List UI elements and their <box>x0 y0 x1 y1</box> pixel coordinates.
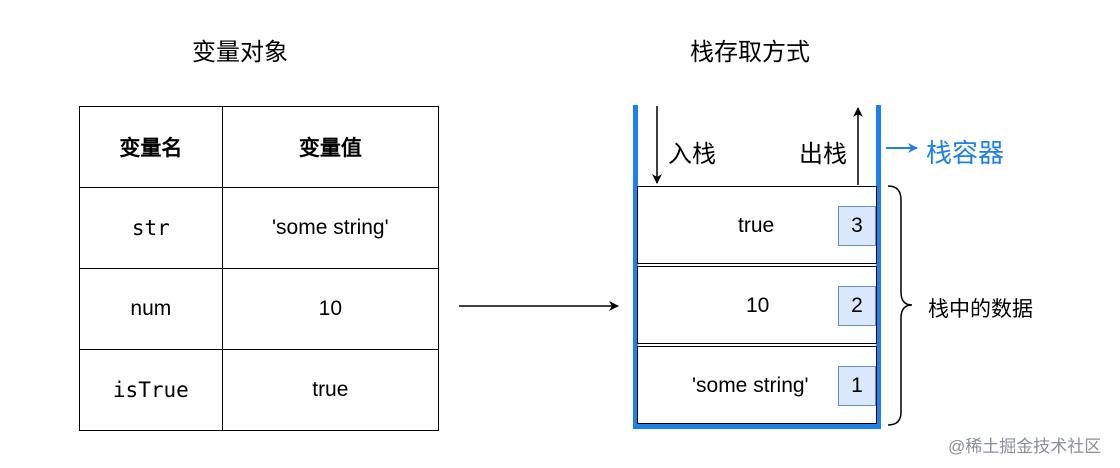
stack-index-badge: 3 <box>838 206 876 246</box>
watermark: @稀土掘金技术社区 <box>948 437 1102 456</box>
left-title: 变量对象 <box>192 39 288 66</box>
stack-data-label: 栈中的数据 <box>928 298 1033 321</box>
table-row: isTrue true <box>79 349 440 431</box>
variable-table: 变量名 变量值 str 'some string' num 10 isTrue … <box>79 106 440 431</box>
stack-left-wall <box>633 105 638 427</box>
cell-name: isTrue <box>79 349 223 431</box>
stack-item-value: 10 <box>746 294 770 317</box>
push-label: 入栈 <box>668 141 716 168</box>
cell-name: num <box>79 268 223 350</box>
stack-item-2: 10 2 <box>637 266 877 344</box>
stack-item-3: true 3 <box>637 186 877 264</box>
header-variable-name: 变量名 <box>79 106 223 188</box>
table-row: num 10 <box>79 268 440 350</box>
right-title: 栈存取方式 <box>690 39 810 66</box>
stack-right-wall <box>876 105 881 427</box>
stack-item-value: 'some string' <box>692 374 809 397</box>
cell-value: true <box>221 349 440 431</box>
cell-name: str <box>79 187 223 269</box>
stack-container-label: 栈容器 <box>926 138 1005 168</box>
table-header-row: 变量名 变量值 <box>79 106 440 188</box>
header-variable-value: 变量值 <box>221 106 440 188</box>
stack-bottom-wall <box>633 424 881 429</box>
pop-label: 出栈 <box>799 141 847 168</box>
stack-index-badge: 2 <box>838 286 876 326</box>
stack-item-value: true <box>738 214 775 237</box>
table-row: str 'some string' <box>79 187 440 269</box>
cell-value: 10 <box>221 268 440 350</box>
stack-item-1: 'some string' 1 <box>637 346 877 424</box>
cell-value: 'some string' <box>221 187 440 269</box>
stack-index-badge: 1 <box>838 366 876 406</box>
data-brace-icon <box>887 185 913 426</box>
